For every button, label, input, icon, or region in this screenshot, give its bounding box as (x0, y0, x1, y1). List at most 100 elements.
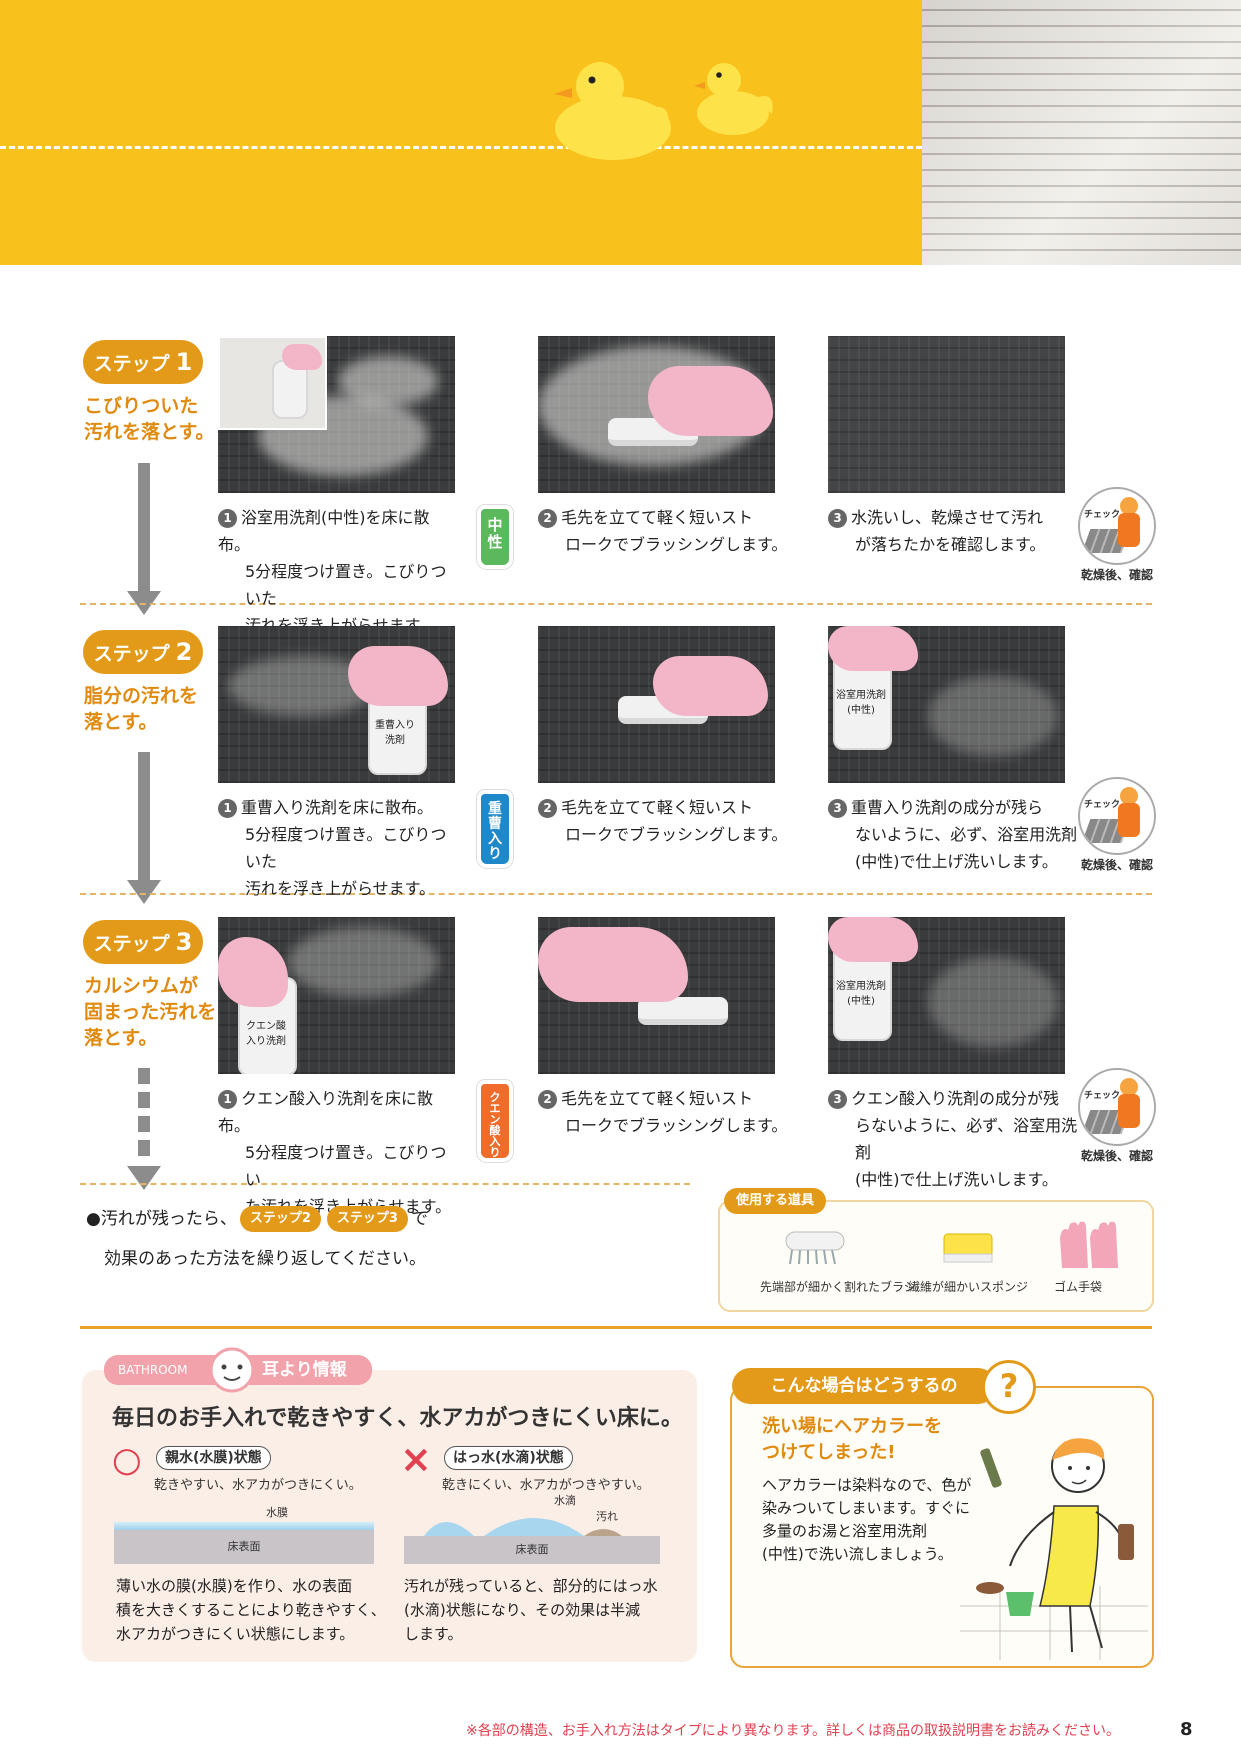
step-2-photo-1: 重曹入り洗剤 (218, 626, 455, 783)
caption-number: 2 (538, 799, 557, 818)
caption-line: ロークでブラッシングします。 (565, 535, 788, 554)
step-3-photo-2 (538, 917, 775, 1074)
qa-title: 洗い場にヘアカラーを つけてしまった! (762, 1414, 942, 1466)
check-label: 乾燥後、確認 (1081, 858, 1154, 872)
bottle-label: 浴室用洗剤(中性) (836, 690, 886, 716)
qa-title-line: つけてしまった! (762, 1442, 896, 1463)
dashed-arrow-segment (138, 1068, 150, 1084)
body-line: 水アカがつきにくい状態にします。 (116, 1625, 355, 1643)
step-title-line: 落とす。 (84, 1027, 158, 1049)
step-arrow-shaft (138, 752, 150, 882)
duck-large (554, 62, 671, 160)
step-badge-label: ステップ (93, 353, 170, 375)
caption-line: ロークでブラッシングします。 (565, 825, 788, 844)
info-box (82, 1370, 697, 1662)
floor-surface-label: 床表面 (227, 1540, 261, 1553)
step-2-photo-3: 浴室用洗剤(中性) (828, 626, 1065, 783)
detergent-label: 重曹入り (488, 801, 502, 862)
neutral-detergent-icon: 中性 (477, 505, 513, 569)
check-illustration: チェック (1078, 487, 1156, 565)
bottle-label: 重曹入り洗剤 (375, 720, 415, 746)
step-badge-label: ステップ (93, 933, 170, 955)
header-dashed-line (0, 146, 922, 149)
good-circle-icon: ○ (112, 1440, 142, 1480)
step-title-line: 脂分の汚れを (84, 685, 199, 707)
caption-line: 重曹入り洗剤の成分が残ら (851, 798, 1044, 817)
inset-photo (218, 336, 327, 430)
bathroom-tag-en: BATHROOM (118, 1363, 188, 1377)
step-badge-number: 1 (175, 348, 193, 376)
bottle-label: クエン酸入り洗剤 (246, 1021, 286, 1047)
caption-line: 毛先を立てて軽く短いスト (561, 508, 754, 527)
caption-line: 毛先を立てて軽く短いスト (561, 798, 754, 817)
rubber-gloves-icon (1060, 1221, 1118, 1268)
bathroom-tag-jp: 耳より情報 (262, 1360, 347, 1380)
sponge-icon (943, 1233, 993, 1263)
step-2-photo-2 (538, 626, 775, 783)
check-mark-text: チェック (1084, 510, 1121, 520)
body-line: 薄い水の膜(水膜)を作り、水の表面 (116, 1577, 353, 1595)
hydrophobic-body: 汚れが残っていると、部分的にはっ水 (水滴)状態になり、その効果は半減 します。 (404, 1574, 658, 1646)
caption-number: 3 (828, 799, 847, 818)
qa-body-line: 多量のお湯と浴室用洗剤 (762, 1522, 928, 1540)
caption-line: (中性)で仕上げ洗いします。 (855, 1170, 1058, 1189)
caption-line: 5分程度つけ置き。こびりつい (245, 1143, 447, 1189)
tile-floor-shade (922, 0, 1241, 265)
caption-line: 5分程度つけ置き。こびりついた (245, 562, 447, 608)
step-1-photo-3 (828, 336, 1065, 493)
tile-floor-image (922, 0, 1241, 265)
question-mark-icon: ? (982, 1360, 1036, 1414)
caption-number: 3 (828, 1090, 847, 1109)
step-title-line: 汚れを落とす。 (84, 421, 215, 443)
brush-icon (785, 1231, 845, 1265)
step-1-title: こびりついた 汚れを落とす。 (84, 393, 215, 445)
step-title-line: 落とす。 (84, 711, 158, 733)
step-3-title: カルシウムが 固まった汚れを 落とす。 (84, 973, 216, 1051)
caption-line: (中性)で仕上げ洗いします。 (855, 852, 1058, 871)
water-drop-label: 水滴 (554, 1494, 576, 1507)
repeat-note-suffix: で (410, 1209, 428, 1229)
caption-number: 1 (218, 1090, 237, 1109)
step-1-photo-1 (218, 336, 455, 493)
step-badge-label: ステップ (93, 643, 170, 665)
hydrophilic-sub: 乾きやすい、水アカがつきにくい。 (154, 1478, 362, 1493)
header-banner (0, 0, 922, 265)
duck-illustration (554, 62, 773, 160)
detergent-label: 中性 (487, 516, 503, 551)
ear-icon (209, 1347, 255, 1393)
caption-line: 浴室用洗剤(中性)を床に散布。 (218, 508, 430, 554)
body-line: します。 (404, 1625, 463, 1643)
qa-body-line: 染みついてしまいます。すぐに (762, 1499, 971, 1517)
step-badge-number: 3 (175, 928, 193, 956)
info-heading: 毎日のお手入れで乾きやすく、水アカがつきにくい床に。 (112, 1406, 683, 1431)
caption-line: ロークでブラッシングします。 (565, 1116, 788, 1135)
hydrophobic-state-label: はっ水(水滴)状態 (444, 1446, 573, 1470)
check-illustration: チェック (1078, 777, 1156, 855)
soda-detergent-icon: 重曹入り (477, 790, 513, 868)
caption-line: 水洗いし、乾燥させて汚れ (851, 508, 1044, 527)
step-2-title: 脂分の汚れを 落とす。 (84, 683, 198, 735)
qa-header: こんな場合はどうするの (732, 1368, 996, 1404)
caption-line: 汚れを浮き上がらせます。 (245, 879, 436, 898)
citric-detergent-icon: クエン酸入り (477, 1080, 513, 1162)
step-divider (80, 893, 1152, 895)
dirt-label: 汚れ (596, 1510, 618, 1523)
caption-line: 5分程度つけ置き。こびりついた (245, 825, 447, 871)
dashed-arrow-segment (138, 1116, 150, 1132)
step-title-line: 固まった汚れを (84, 1001, 217, 1023)
qa-body: ヘアカラーは染料なので、色が 染みついてしまいます。すぐに 多量のお湯と浴室用洗… (762, 1474, 971, 1566)
detergent-label: クエン酸入り (489, 1091, 501, 1159)
body-line: 汚れが残っていると、部分的にはっ水 (404, 1577, 658, 1595)
caption-line: 毛先を立てて軽く短いスト (561, 1089, 754, 1108)
caption-line: クエン酸入り洗剤を床に散布。 (218, 1089, 434, 1135)
qa-body-line: (中性)で洗い流しましょう。 (762, 1545, 953, 1563)
step-arrow-head (127, 880, 161, 904)
check-label: 乾燥後、確認 (1081, 1149, 1154, 1163)
